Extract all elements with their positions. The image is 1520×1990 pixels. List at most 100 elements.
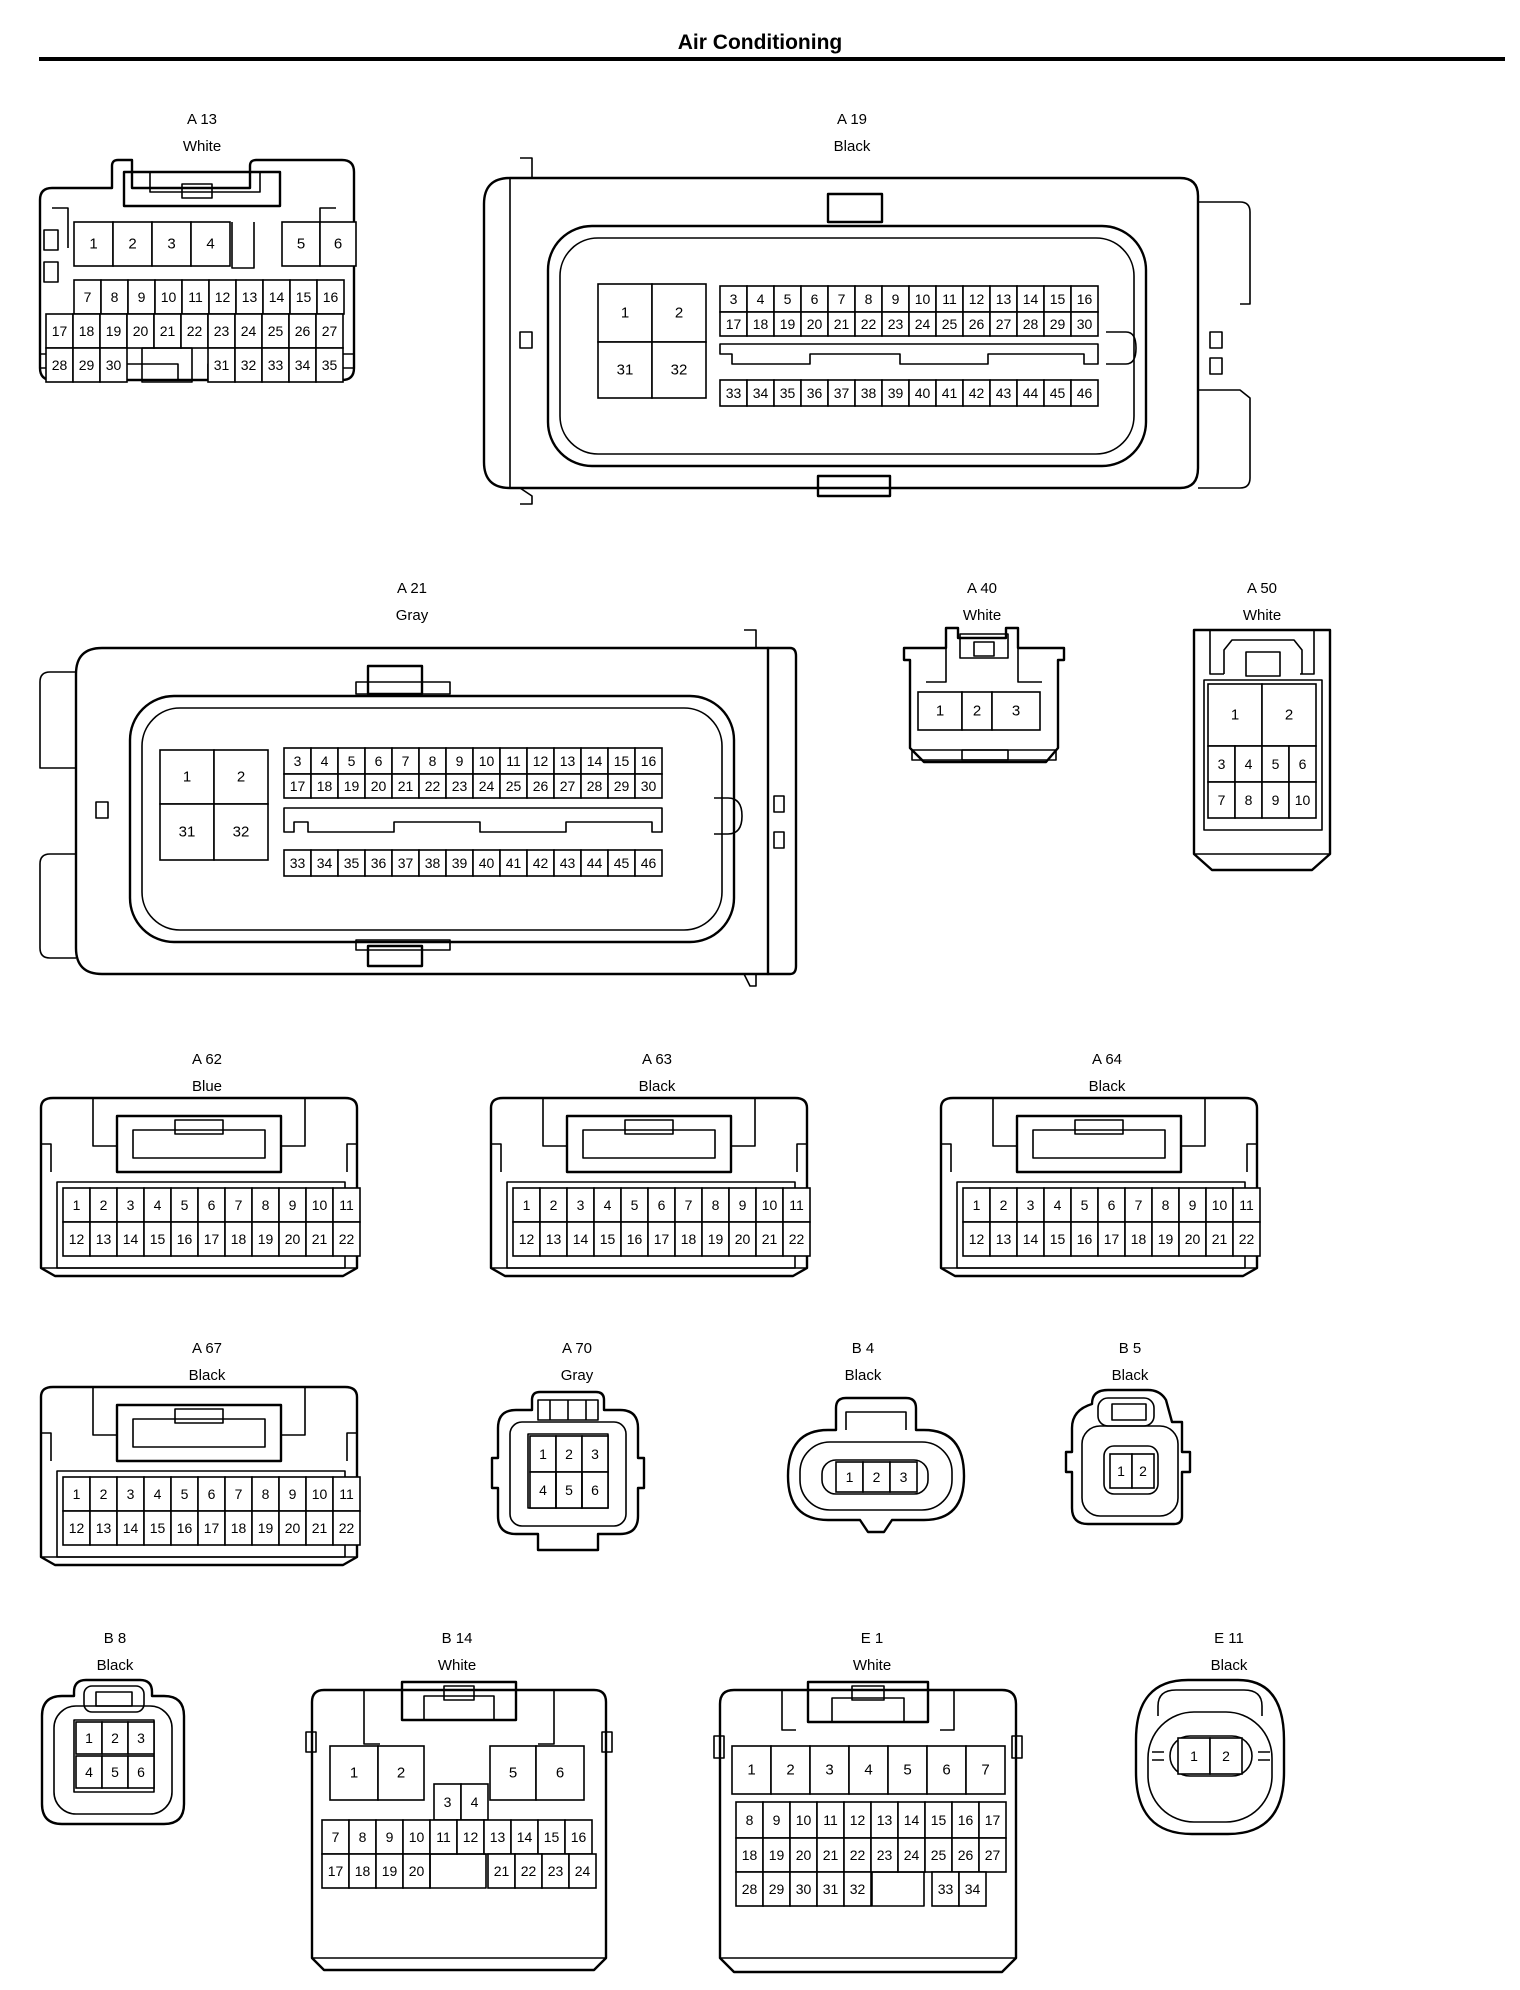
pin-cell: 2 [539, 1187, 568, 1223]
pin-cell: 19 [251, 1510, 280, 1546]
pin-cell: 7 [73, 279, 102, 315]
pin-cell: 15 [1043, 1221, 1072, 1257]
pin-cell: 6 [364, 747, 393, 775]
svg-text:9: 9 [138, 289, 146, 305]
svg-text:2: 2 [128, 236, 136, 253]
svg-text:35: 35 [322, 357, 338, 373]
page-title: Air Conditioning [677, 31, 843, 54]
svg-text:29: 29 [769, 1881, 785, 1897]
pin-cell: 17 [197, 1221, 226, 1257]
svg-text:1: 1 [1190, 1748, 1198, 1764]
pin-cell: 2 [651, 283, 707, 343]
pin-cell: 9 [445, 747, 474, 775]
svg-text:34: 34 [753, 385, 769, 401]
svg-text:6: 6 [1108, 1197, 1116, 1213]
svg-text:46: 46 [1077, 385, 1093, 401]
pin-cell: 36 [364, 849, 393, 877]
pin-cell: 22 [843, 1837, 872, 1873]
svg-text:3: 3 [1012, 703, 1020, 720]
pin-cell: 8 [854, 285, 883, 313]
pin-cell: 22 [514, 1853, 543, 1889]
svg-text:12: 12 [533, 753, 549, 769]
pin-cell: 4 [848, 1745, 889, 1795]
pin-cell: 11 [332, 1187, 361, 1223]
pin-cell: 12 [456, 1819, 485, 1855]
svg-text:8: 8 [746, 1812, 754, 1828]
pin-cell: 9 [728, 1187, 757, 1223]
pin-cell: 6 [1097, 1187, 1126, 1223]
svg-text:20: 20 [796, 1847, 812, 1863]
pin-cell: 20 [278, 1510, 307, 1546]
pin-cell: 25 [935, 311, 964, 337]
svg-text:9: 9 [386, 1829, 394, 1845]
connector-id: A 64 [1091, 1051, 1123, 1068]
pin-cell: 32 [234, 347, 263, 383]
pin-cell: 8 [735, 1801, 764, 1839]
pin-cell: 4 [529, 1471, 557, 1509]
pin-cell: 43 [553, 849, 582, 877]
pin-cell: 39 [881, 379, 910, 407]
pin-cell: 3 [719, 285, 748, 313]
svg-text:46: 46 [641, 855, 657, 871]
svg-text:12: 12 [69, 1231, 85, 1247]
pin-cell: 18 [224, 1510, 253, 1546]
svg-text:8: 8 [111, 289, 119, 305]
pin-cell: 16 [1070, 285, 1099, 313]
svg-text:30: 30 [1077, 316, 1093, 332]
svg-text:2: 2 [111, 1730, 119, 1746]
svg-text:1: 1 [1117, 1463, 1125, 1479]
pin-cell: 13 [539, 1221, 568, 1257]
pin-cell: 6 [800, 285, 829, 313]
svg-text:15: 15 [931, 1812, 947, 1828]
svg-text:6: 6 [942, 1762, 950, 1779]
pin-cell: 18 [746, 311, 775, 337]
svg-text:14: 14 [1023, 1231, 1039, 1247]
pin-cell: 42 [526, 849, 555, 877]
pin-cell: 13 [483, 1819, 512, 1855]
svg-text:45: 45 [614, 855, 630, 871]
svg-text:20: 20 [1185, 1231, 1201, 1247]
svg-text:21: 21 [312, 1520, 328, 1536]
svg-text:4: 4 [604, 1197, 612, 1213]
pin-cell: 10 [154, 279, 183, 315]
pin-cell: 26 [288, 313, 317, 349]
svg-text:19: 19 [780, 316, 796, 332]
pin-cell: 30 [634, 773, 663, 799]
pin-cell: 10 [402, 1819, 431, 1855]
pin-cell: 17 [978, 1801, 1007, 1839]
pin-cell: 21 [816, 1837, 845, 1873]
svg-text:18: 18 [742, 1847, 758, 1863]
svg-text:1: 1 [85, 1730, 93, 1746]
svg-text:3: 3 [444, 1794, 452, 1810]
connector-id: E 1 [860, 1630, 884, 1647]
pin-cell: 12 [208, 279, 237, 315]
svg-text:43: 43 [560, 855, 576, 871]
pin-cell: 6 [197, 1187, 226, 1223]
svg-text:13: 13 [96, 1520, 112, 1536]
svg-text:29: 29 [79, 357, 95, 373]
svg-text:31: 31 [823, 1881, 839, 1897]
connector-id: A 19 [836, 111, 868, 128]
pin-cell: 3 [566, 1187, 595, 1223]
svg-text:29: 29 [1050, 316, 1066, 332]
pin-cell: 20 [800, 311, 829, 337]
pin-cell: 10 [789, 1801, 818, 1839]
svg-text:21: 21 [160, 323, 176, 339]
svg-text:13: 13 [560, 753, 576, 769]
svg-text:4: 4 [757, 291, 765, 307]
svg-text:12: 12 [519, 1231, 535, 1247]
svg-text:6: 6 [811, 291, 819, 307]
pin-cell: 13 [235, 279, 264, 315]
svg-text:25: 25 [506, 778, 522, 794]
pin-cell: 1 [597, 283, 653, 343]
svg-text:1: 1 [846, 1469, 854, 1485]
svg-text:4: 4 [154, 1486, 162, 1502]
svg-text:22: 22 [850, 1847, 866, 1863]
pin-cell: 7 [674, 1187, 703, 1223]
